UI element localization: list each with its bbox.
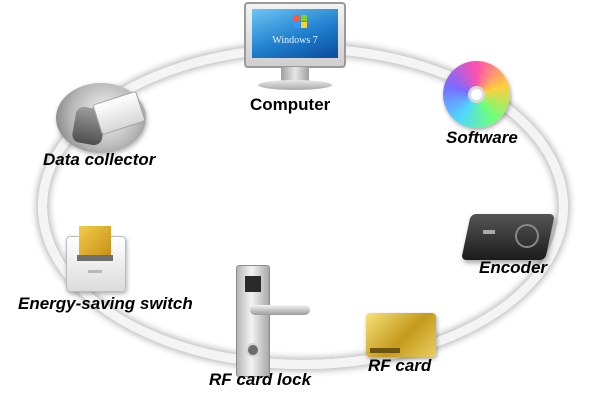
screen-text: Windows 7 bbox=[272, 35, 318, 46]
switch-inserted-card bbox=[79, 226, 111, 256]
label-data-collector: Data collector bbox=[43, 150, 156, 169]
switch-card-slot bbox=[77, 255, 113, 261]
windows-flag-icon bbox=[294, 15, 308, 29]
monitor-neck bbox=[281, 67, 309, 81]
label-encoder: Encoder bbox=[479, 258, 548, 277]
monitor-base bbox=[258, 80, 332, 90]
computer-monitor-icon: Windows 7 bbox=[244, 2, 346, 68]
cd-disc-icon bbox=[443, 61, 510, 128]
monitor-screen: Windows 7 bbox=[252, 9, 338, 58]
label-rf-card: RF card bbox=[368, 356, 432, 375]
label-energy-saving-switch: Energy-saving switch bbox=[18, 294, 193, 313]
card-encoder-icon bbox=[461, 214, 555, 260]
switch-indicator bbox=[88, 270, 102, 273]
lock-cylinder bbox=[246, 343, 260, 357]
encoder-reader-ring bbox=[515, 224, 539, 248]
label-software: Software bbox=[446, 128, 518, 147]
rf-card-strip bbox=[370, 348, 400, 353]
encoder-mark bbox=[483, 230, 495, 234]
label-computer: Computer bbox=[250, 95, 331, 114]
lock-handle bbox=[250, 305, 310, 315]
label-rf-card-lock: RF card lock bbox=[209, 370, 312, 389]
lock-reader-window bbox=[245, 276, 261, 292]
